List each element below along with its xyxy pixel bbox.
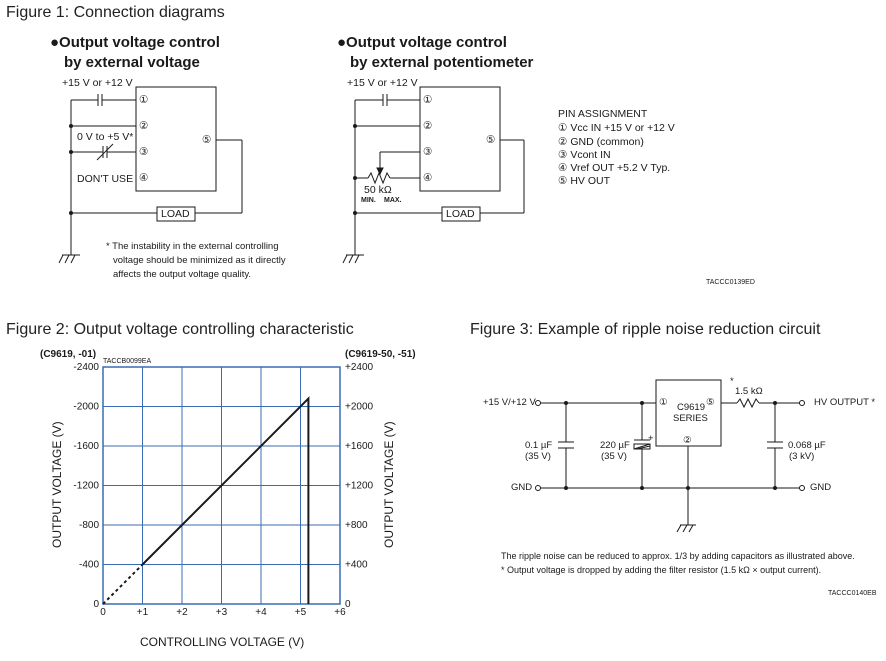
fig3-pin2: ② (683, 435, 692, 446)
fig3-resistor: 1.5 kΩ (735, 386, 763, 397)
y-tick-label-left: 0 (93, 599, 99, 610)
x-tick-label: 0 (100, 607, 106, 618)
y-tick-label-right: +1200 (345, 481, 374, 492)
fig1-right-pin5: ⑤ (486, 134, 496, 146)
y-tick-label-right: +1600 (345, 441, 374, 452)
figure3-title: Figure 3: Example of ripple noise reduct… (470, 321, 821, 338)
y-tick-label-left: -400 (79, 560, 99, 571)
y-tick-label-left: -1600 (73, 441, 99, 452)
fig1-left-ic-box (135, 86, 217, 192)
fig1-right-pin4: ④ (423, 172, 433, 184)
fig2-xlabel: CONTROLLING VOLTAGE (V) (140, 635, 305, 649)
fig1-note-2: voltage should be minimized as it direct… (113, 255, 286, 266)
fig1-right-supply: +15 V or +12 V (347, 77, 418, 89)
fig3-hv-output: HV OUTPUT * (814, 397, 876, 408)
fig1-note-1: * The instability in the external contro… (106, 241, 279, 252)
fig2-left-axis-header: (C9619, -01) (40, 349, 97, 360)
y-tick-label-left: -800 (79, 520, 99, 531)
pin-assignment-3: ③ Vcont IN (558, 149, 611, 161)
y-tick-label-right: +2000 (345, 402, 374, 413)
fig3-resistor-star: * (730, 376, 734, 387)
fig1-right-heading-1: ●Output voltage control (337, 34, 507, 51)
series-line-output (141, 396, 310, 604)
fig1-left-pin3: ③ (139, 146, 149, 158)
pin-assignment-title: PIN ASSIGNMENT (558, 108, 648, 120)
fig3-pin1: ① (659, 397, 668, 408)
pin-assignment-1: ① Vcc IN +15 V or +12 V (558, 122, 675, 134)
fig1-left-pin1: ① (139, 94, 149, 106)
fig1-right-pot-min: MIN. (361, 197, 376, 204)
fig1-left-dont-use: DON'T USE (77, 173, 134, 185)
y-tick-label-left: -2000 (73, 402, 99, 413)
fig3-note-2: * Output voltage is dropped by adding th… (501, 565, 822, 575)
y-tick-label-left: -2400 (73, 362, 99, 373)
fig1-right-pot-value: 50 kΩ (364, 184, 392, 196)
fig1-right-load: LOAD (446, 208, 475, 220)
fig1-code: TACCC0139ED (706, 279, 755, 286)
pin-assignment-5: ⑤ HV OUT (558, 175, 610, 187)
fig1-left-supply: +15 V or +12 V (62, 77, 133, 89)
fig3-gnd-left: GND (511, 482, 533, 493)
fig1-left-heading-1: ●Output voltage control (50, 34, 220, 51)
y-tick-label-left: -1200 (73, 481, 99, 492)
fig2-code: TACCB0099EA (103, 358, 152, 365)
fig3-note-1: The ripple noise can be reduced to appro… (501, 551, 855, 561)
fig3-code: TACCC0140EB (828, 590, 877, 597)
fig1-right-heading-2: by external potentiometer (350, 54, 534, 71)
figure2-title: Figure 2: Output voltage controlling cha… (6, 321, 354, 338)
fig1-left-pin2: ② (139, 120, 149, 132)
fig3-c2-rating: (35 V) (601, 451, 627, 462)
y-tick-label-right: +400 (345, 560, 368, 571)
fig3-c1-rating: (35 V) (525, 451, 551, 462)
fig3-ic-line1: C9619 (677, 402, 705, 413)
fig3-c3-rating: (3 kV) (789, 451, 815, 462)
fig1-left-heading-2: by external voltage (64, 54, 200, 71)
fig1-left-vcont-range: 0 V to +5 V* (77, 131, 134, 143)
fig1-note-3: affects the output voltage quality. (113, 269, 252, 280)
fig1-right-pin3: ③ (423, 146, 433, 158)
fig2-right-axis-header: (C9619-50, -51) (345, 349, 416, 360)
y-tick-label-right: 0 (345, 599, 351, 610)
fig1-left-load: LOAD (161, 208, 190, 220)
fig3-input: +15 V/+12 V (483, 397, 536, 408)
x-tick-label: +4 (255, 607, 267, 618)
figure1-title: Figure 1: Connection diagrams (6, 4, 225, 21)
fig3-c3-value: 0.068 µF (788, 440, 826, 451)
y-tick-label-right: +800 (345, 520, 368, 531)
y-tick-label-right: +2400 (345, 362, 374, 373)
pin-assignment-2: ② GND (common) (558, 136, 644, 148)
fig1-right-pot-max: MAX. (384, 197, 402, 204)
pin-assignment-4: ④ Vref OUT +5.2 V Typ. (558, 162, 671, 174)
fig3-pin5: ⑤ (706, 397, 715, 408)
fig3-c2-value: 220 µF (600, 440, 630, 451)
x-tick-label: +5 (295, 607, 307, 618)
fig1-right-ic-box (419, 86, 501, 192)
fig1-right-pin2: ② (423, 120, 433, 132)
x-tick-label: +6 (334, 607, 346, 618)
x-tick-label: +3 (216, 607, 228, 618)
fig1-left-pin5: ⑤ (202, 134, 212, 146)
x-tick-label: +2 (176, 607, 188, 618)
x-tick-label: +1 (137, 607, 149, 618)
fig3-c2-polarity: + (648, 433, 654, 444)
fig3-ic-line2: SERIES (673, 413, 708, 424)
fig1-right-pin1: ① (423, 94, 433, 106)
fig3-gnd-right: GND (810, 482, 832, 493)
fig3-c1-value: 0.1 µF (525, 440, 553, 451)
fig1-left-pin4: ④ (139, 172, 149, 184)
